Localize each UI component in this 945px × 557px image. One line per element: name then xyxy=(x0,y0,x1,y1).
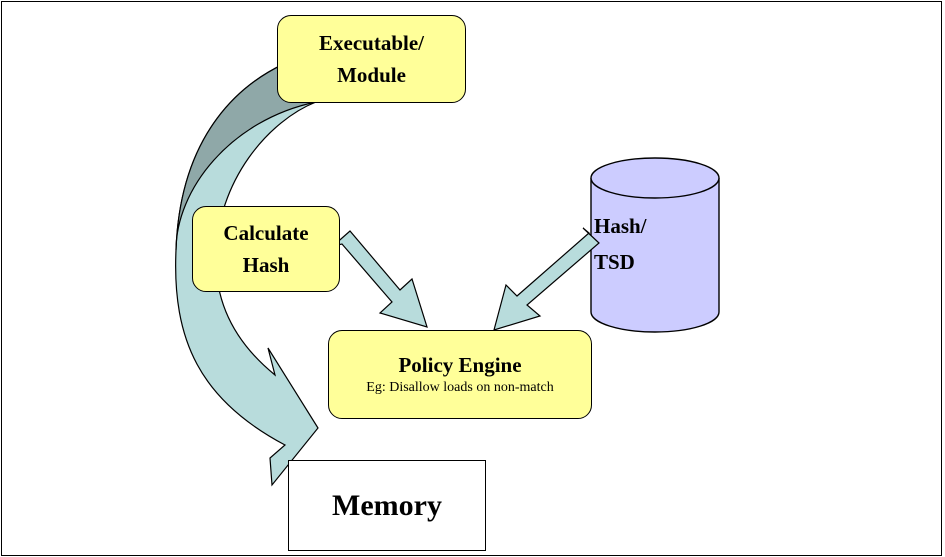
calculate-hash-box: Calculate Hash xyxy=(192,206,340,292)
hash-tsd-line2: TSD xyxy=(594,250,635,274)
executable-module-box: Executable/ Module xyxy=(277,15,466,103)
hash-tsd-cylinder xyxy=(590,157,720,333)
arrow-calc-to-policy xyxy=(332,230,428,328)
memory-label: Memory xyxy=(332,488,442,522)
calculate-hash-line1: Calculate xyxy=(223,221,309,245)
calculate-hash-line2: Hash xyxy=(242,253,290,277)
memory-box: Memory xyxy=(288,460,486,551)
curved-arrow-shade xyxy=(175,51,317,251)
executable-line2: Module xyxy=(337,63,406,87)
policy-engine-subtitle: Eg: Disallow loads on non-match xyxy=(366,379,554,395)
hash-tsd-label: Hash/ TSD xyxy=(594,208,647,280)
executable-line1: Executable/ xyxy=(319,31,424,55)
policy-engine-box: Policy Engine Eg: Disallow loads on non-… xyxy=(328,330,592,419)
hash-tsd-line1: Hash/ xyxy=(594,214,647,238)
arrow-tsd-to-policy xyxy=(493,227,600,331)
policy-engine-title: Policy Engine xyxy=(398,352,522,377)
